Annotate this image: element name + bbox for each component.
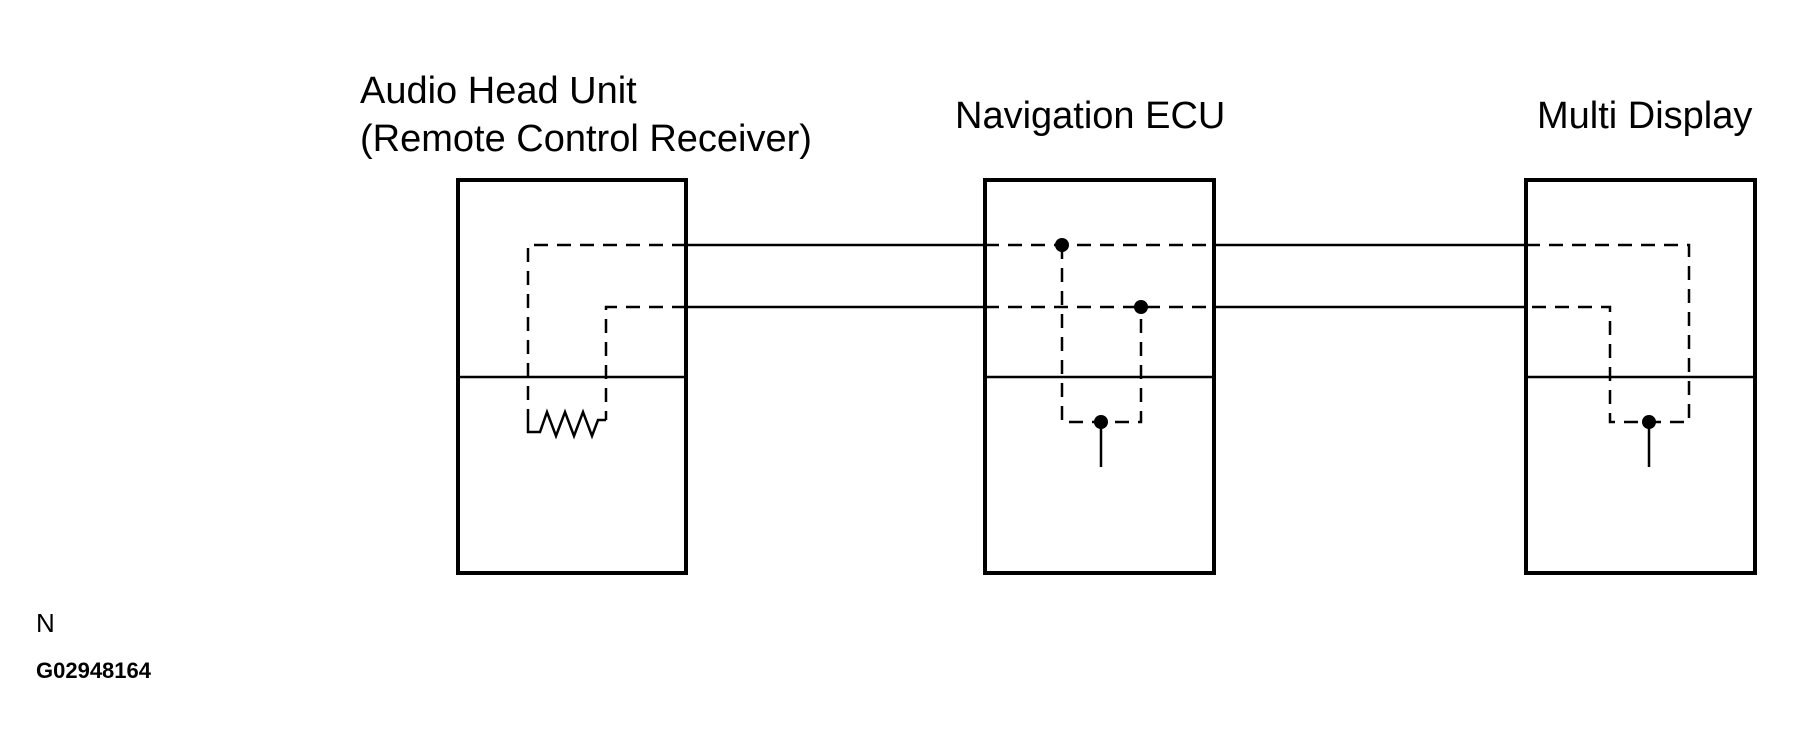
navigation-ecu-internal-wiring [985, 243, 1214, 424]
junction-dot [1134, 300, 1148, 314]
multi-display-label: Multi Display [1537, 95, 1753, 137]
multi-display-internal-wiring [1526, 243, 1691, 424]
junction-dot [1094, 415, 1108, 429]
resistor-symbol [526, 408, 606, 440]
audio-head-unit-label-line1: Audio Head Unit [360, 70, 637, 112]
junction-dot [1642, 415, 1656, 429]
audio-head-unit-label: Audio Head Unit (Remote Control Receiver… [360, 67, 812, 163]
audio-head-unit-internal-wiring [526, 243, 686, 420]
junction-dot [1055, 238, 1069, 252]
figure-code: G02948164 [36, 658, 151, 683]
footer-marker: N [36, 608, 55, 638]
audio-head-unit-label-line2: (Remote Control Receiver) [360, 118, 812, 160]
navigation-ecu-label: Navigation ECU [955, 95, 1226, 137]
